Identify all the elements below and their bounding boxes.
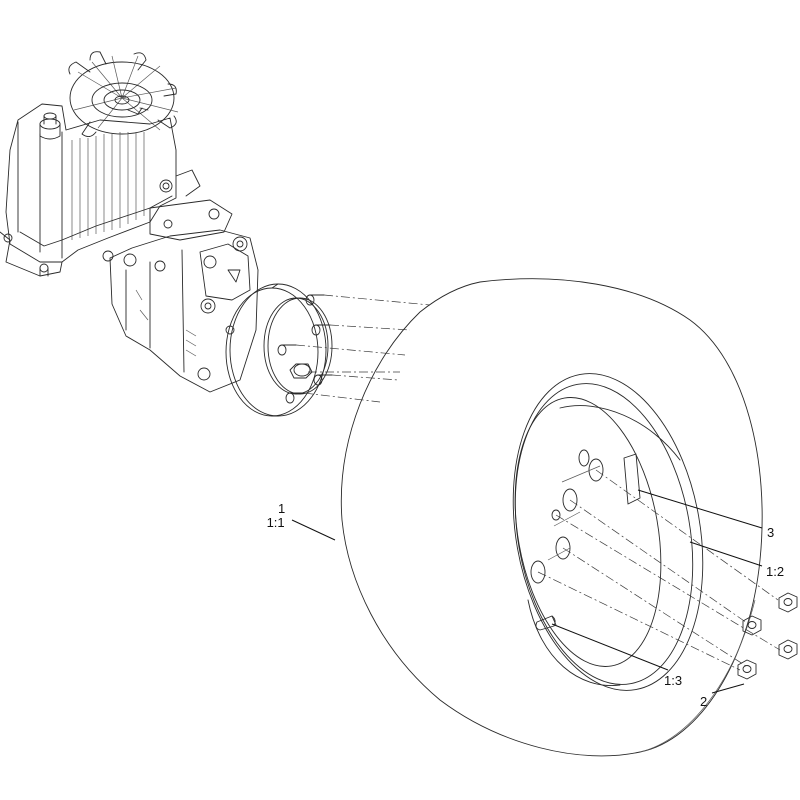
valve-stem <box>535 615 557 631</box>
lug-nut <box>778 639 798 660</box>
axle-hub-flange <box>225 283 333 417</box>
leader-line-tire <box>291 519 336 541</box>
callout-valve-stem: 1:3 <box>664 673 683 688</box>
tire <box>340 278 763 757</box>
leader-lines <box>291 489 763 694</box>
callout-tire-wheel-assembly: 1 1:1 <box>267 501 286 530</box>
tire-wheel-assembly <box>340 278 781 757</box>
transaxle-housing <box>0 103 259 393</box>
cooling-fan <box>68 51 179 137</box>
callout-lug-nut: 2 <box>700 694 708 709</box>
leader-line-valve-stem <box>551 623 669 671</box>
callout-tire-wheel-assembly-number: 1 <box>278 501 286 516</box>
rim-centerlines <box>537 469 781 671</box>
lug-nut <box>737 659 757 680</box>
callout-tire-wheel-assembly-subnumber: 1:1 <box>266 515 285 530</box>
wheel-decal <box>623 453 641 505</box>
lug-nut <box>778 592 798 613</box>
wheel-rim <box>512 373 704 691</box>
lug-nut <box>742 615 762 636</box>
hub-centerlines <box>295 294 431 403</box>
leader-line-lug-nut <box>711 683 745 694</box>
lug-nuts <box>737 592 798 680</box>
callout-wheel-rim: 1:2 <box>766 564 785 579</box>
callout-decal: 3 <box>767 525 775 540</box>
leader-line-decal <box>637 489 763 529</box>
transaxle-assembly <box>0 51 431 417</box>
leader-line-rim <box>689 541 763 567</box>
